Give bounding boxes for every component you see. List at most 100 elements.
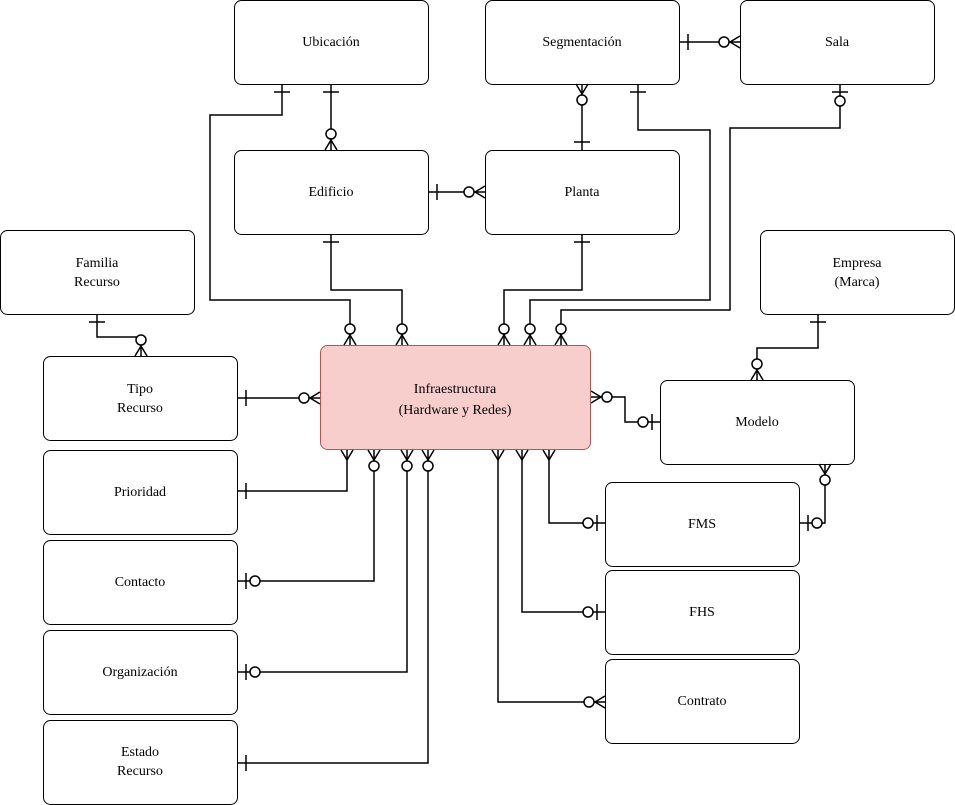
entity-label: Organización bbox=[102, 665, 177, 680]
crows-foot-mark bbox=[309, 397, 321, 405]
connector-ubicacion-infraestructura bbox=[209, 84, 351, 345]
entity-planta[interactable]: Planta bbox=[485, 150, 680, 235]
entity-contacto[interactable]: Contacto bbox=[43, 540, 238, 625]
connector-infraestructura-fms bbox=[548, 450, 605, 524]
entity-estado-recurso[interactable]: Estado Recurso bbox=[43, 720, 238, 805]
zero-circle-mark bbox=[422, 460, 434, 472]
entity-label: Sala bbox=[825, 35, 850, 50]
crows-foot-mark bbox=[340, 449, 348, 461]
entity-box bbox=[605, 482, 800, 567]
entity-fhs[interactable]: FHS bbox=[605, 570, 800, 655]
entity-label-line-2: Recurso bbox=[117, 401, 163, 416]
crows-foot-mark bbox=[590, 390, 602, 398]
connector-planta-infraestructura bbox=[503, 234, 583, 345]
connector-familia-tipo bbox=[96, 314, 142, 356]
connector-infraestructura-fhs bbox=[521, 450, 605, 613]
entity-prioridad[interactable]: Prioridad bbox=[43, 450, 238, 535]
entity-box bbox=[760, 230, 955, 315]
crows-foot-mark bbox=[529, 334, 537, 346]
entity-box bbox=[43, 450, 238, 535]
crows-foot-mark bbox=[729, 41, 741, 49]
entity-box bbox=[43, 630, 238, 715]
zero-circle-mark bbox=[819, 474, 831, 486]
crows-foot-mark bbox=[474, 185, 486, 193]
crows-foot-mark bbox=[395, 334, 403, 346]
zero-circle-mark bbox=[576, 94, 588, 106]
crows-foot-mark bbox=[134, 345, 142, 357]
crows-foot-mark bbox=[349, 334, 357, 346]
entity-ubicacion[interactable]: Ubicación bbox=[234, 0, 429, 85]
crows-foot-mark bbox=[427, 449, 435, 461]
entity-label: Ubicación bbox=[302, 35, 360, 50]
crows-foot-mark bbox=[521, 449, 529, 461]
crows-foot-mark bbox=[324, 139, 332, 151]
zero-circle-mark bbox=[582, 606, 594, 618]
notation-markers bbox=[89, 34, 848, 771]
crows-foot-mark bbox=[367, 449, 375, 461]
entity-sala[interactable]: Sala bbox=[740, 0, 935, 85]
entity-box bbox=[485, 0, 680, 85]
zero-circle-mark bbox=[834, 95, 846, 107]
entity-box bbox=[234, 0, 429, 85]
zero-circle-mark bbox=[751, 358, 763, 370]
connector-empresa-modelo bbox=[756, 314, 819, 380]
entity-box bbox=[660, 380, 855, 465]
zero-circle-mark bbox=[583, 696, 595, 708]
entity-contrato[interactable]: Contrato bbox=[605, 659, 800, 744]
crows-foot-mark bbox=[421, 449, 429, 461]
entity-box bbox=[605, 570, 800, 655]
entity-label-line-1: Tipo bbox=[127, 382, 153, 397]
entity-box bbox=[605, 659, 800, 744]
crows-foot-mark bbox=[406, 449, 414, 461]
connector-infraestructura-contrato bbox=[497, 450, 605, 703]
connector-prioridad-infraestructura bbox=[238, 450, 348, 492]
crows-foot-mark bbox=[542, 449, 550, 461]
zero-circle-mark bbox=[601, 391, 613, 403]
crows-foot-mark bbox=[503, 334, 511, 346]
crows-foot-mark bbox=[594, 695, 606, 703]
entity-organizacion[interactable]: Organización bbox=[43, 630, 238, 715]
crows-foot-mark bbox=[729, 35, 741, 43]
entity-label-line-1: Empresa bbox=[833, 256, 883, 271]
entity-edificio[interactable]: Edificio bbox=[234, 150, 429, 235]
zero-circle-mark bbox=[463, 186, 475, 198]
crows-foot-mark bbox=[824, 463, 832, 475]
entity-segmentacion[interactable]: Segmentación bbox=[485, 0, 680, 85]
entity-familia-recurso[interactable]: Familia Recurso bbox=[0, 230, 195, 315]
crows-foot-mark bbox=[491, 449, 499, 461]
entity-fms[interactable]: FMS bbox=[605, 482, 800, 567]
crows-foot-mark bbox=[497, 449, 505, 461]
connector-edificio-infraestructura bbox=[330, 234, 403, 345]
zero-circle-mark bbox=[498, 323, 510, 335]
zero-circle-mark bbox=[249, 575, 261, 587]
crows-foot-mark bbox=[575, 83, 583, 95]
crows-foot-mark bbox=[548, 449, 556, 461]
crows-foot-mark bbox=[330, 139, 338, 151]
crows-foot-mark bbox=[818, 463, 826, 475]
entity-label: Edificio bbox=[308, 185, 353, 200]
connector-infraestructura-modelo bbox=[591, 396, 660, 423]
crows-foot-mark bbox=[756, 369, 764, 381]
entity-label-line-2: (Hardware y Redes) bbox=[399, 403, 512, 418]
entity-label-line-2: Recurso bbox=[117, 764, 163, 779]
zero-circle-mark bbox=[249, 666, 261, 678]
zero-circle-mark bbox=[325, 128, 337, 140]
entity-tipo-recurso[interactable]: Tipo Recurso bbox=[43, 356, 238, 441]
zero-circle-mark bbox=[135, 334, 147, 346]
crows-foot-mark bbox=[594, 701, 606, 709]
connector-estado-infraestructura bbox=[238, 450, 429, 764]
entity-label: FHS bbox=[689, 605, 715, 620]
entity-infraestructura[interactable]: Infraestructura (Hardware y Redes) bbox=[320, 345, 591, 450]
entity-empresa-marca[interactable]: Empresa (Marca) bbox=[760, 230, 955, 315]
crows-foot-mark bbox=[373, 449, 381, 461]
entity-label: Planta bbox=[565, 185, 601, 200]
crows-foot-mark bbox=[140, 345, 148, 357]
crows-foot-mark bbox=[346, 449, 354, 461]
connector-modelo-fms bbox=[800, 464, 826, 524]
entity-box bbox=[0, 230, 195, 315]
zero-circle-mark bbox=[396, 323, 408, 335]
connector-sala-infraestructura bbox=[560, 84, 841, 345]
crows-foot-mark bbox=[474, 191, 486, 199]
entity-modelo[interactable]: Modelo bbox=[660, 380, 855, 465]
